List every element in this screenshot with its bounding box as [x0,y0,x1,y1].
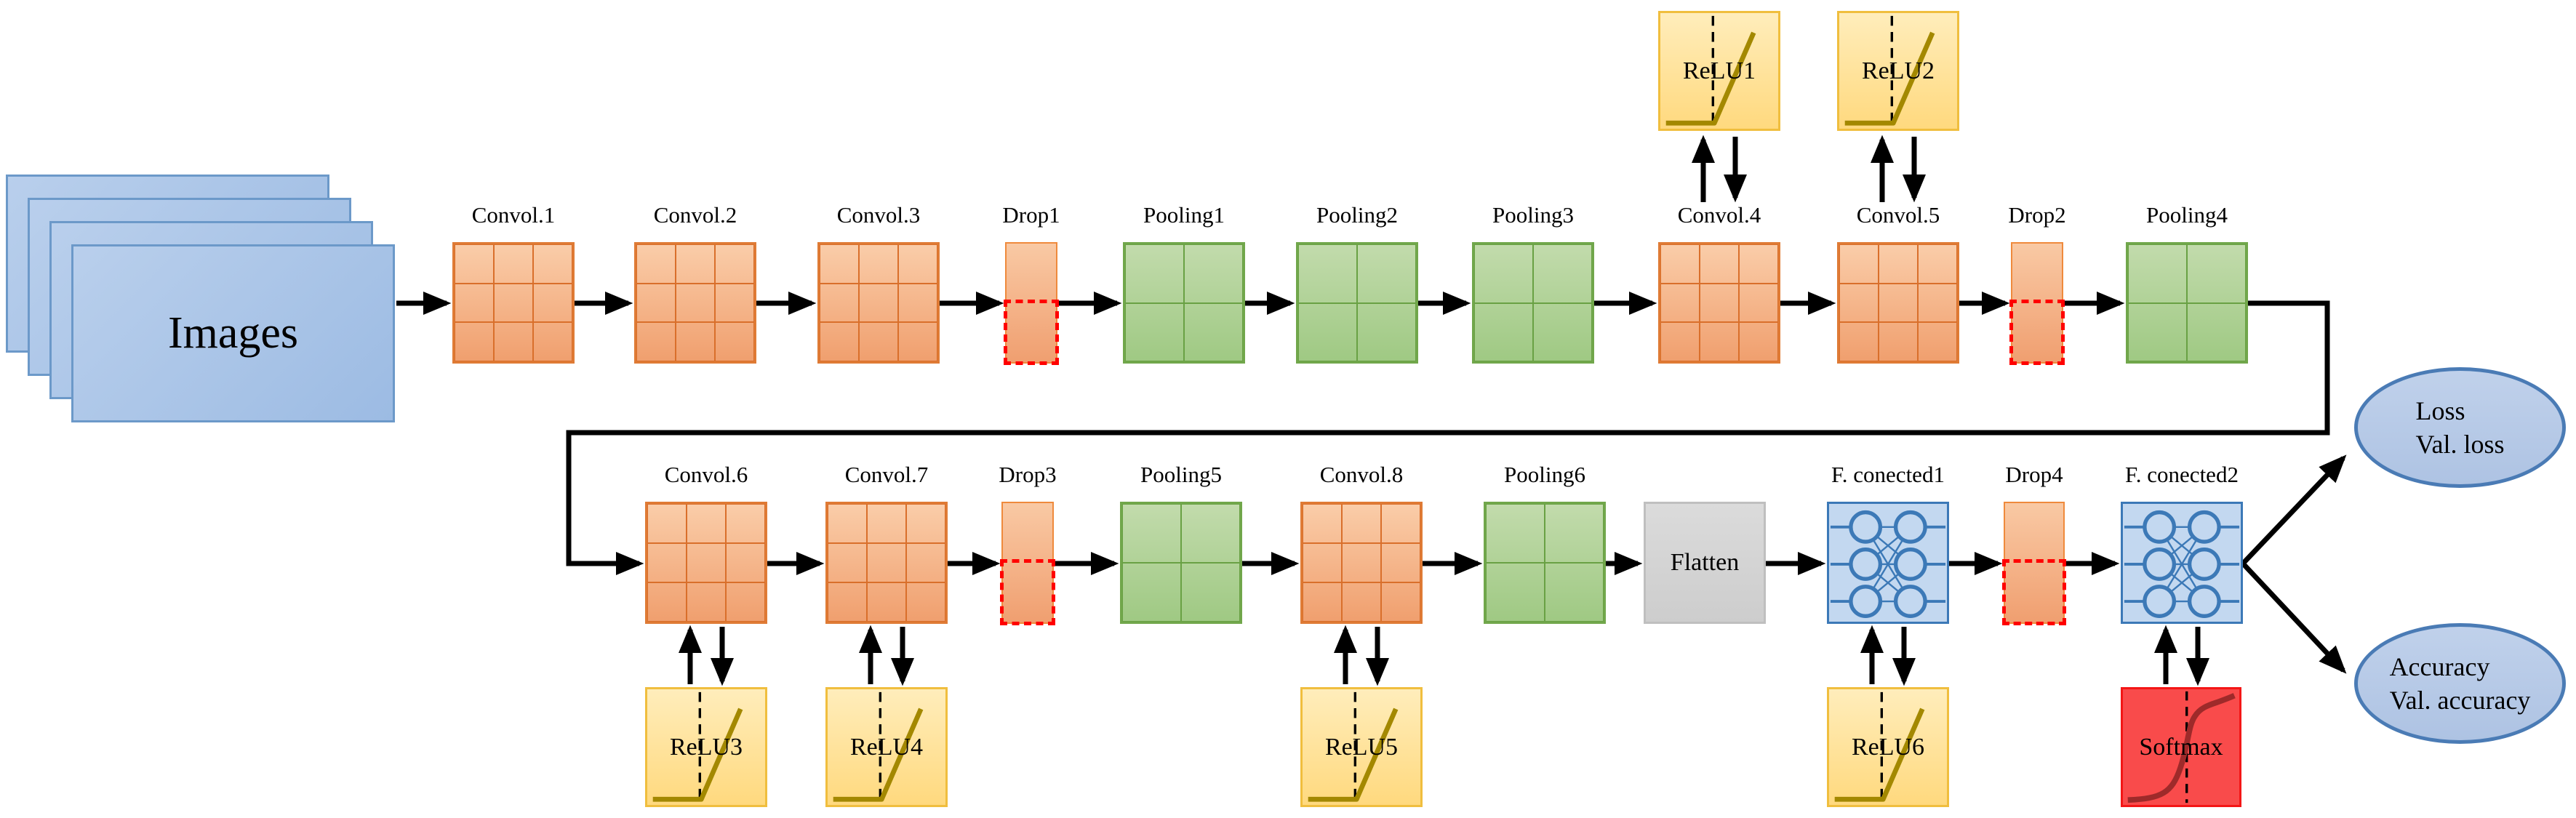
convol7-box [825,502,948,624]
flatten-box: Flatten [1644,502,1766,624]
fc2-box [2121,502,2243,624]
fc1-label: F. conected1 [1831,462,1945,487]
convol6-box [645,502,767,624]
relu-curve-icon [828,689,945,805]
convol8-label: Convol.8 [1319,462,1404,487]
pooling1-box [1123,242,1245,364]
pooling2-box [1296,242,1418,364]
relu2-box: ReLU2 [1837,11,1959,131]
accuracy-output-ellipse: Accuracy Val. accuracy [2354,623,2566,744]
convol3-box [817,242,940,364]
drop2-label: Drop2 [2008,202,2066,228]
relu5-label: ReLU5 [1324,733,1399,761]
relu1-box: ReLU1 [1658,11,1780,131]
accuracy-line2: Val. accuracy [2389,686,2531,715]
drop3-box [1000,502,1055,625]
pooling5-label: Pooling5 [1140,462,1222,487]
relu-curve-icon [1303,689,1420,805]
relu3-box: ReLU3 [645,687,767,807]
drop1-box [1004,242,1059,365]
accuracy-line1: Accuracy [2389,651,2490,681]
drop1-label: Drop1 [1002,202,1060,228]
loss-line1: Loss [2415,396,2465,425]
drop3-dashed-region [1000,559,1055,625]
drop3-label: Drop3 [999,462,1057,487]
relu6-label: ReLU6 [1851,733,1925,761]
pooling4-label: Pooling4 [2146,202,2228,228]
flatten-label: Flatten [1670,549,1740,576]
sigmoid-curve-icon [2123,689,2239,805]
pooling4-box [2126,242,2248,364]
relu-curve-icon [1660,13,1778,129]
relu4-label: ReLU4 [849,733,924,761]
convol1-box [452,242,575,364]
drop4-box [2002,502,2066,625]
convol2-label: Convol.2 [653,202,737,228]
drop2-box [2009,242,2065,365]
drop4-dashed-region [2002,559,2066,625]
convol5-box [1837,242,1959,364]
relu3-label: ReLU3 [669,733,743,761]
convol8-box [1300,502,1423,624]
pooling2-label: Pooling2 [1316,202,1398,228]
softmax-label: Softmax [2139,733,2223,761]
relu1-label: ReLU1 [1682,57,1756,84]
relu-curve-icon [1829,689,1947,805]
softmax-box: Softmax [2121,687,2241,807]
convol7-label: Convol.7 [844,462,929,487]
loss-line2: Val. loss [2415,430,2505,459]
images-stack-front [71,244,395,422]
pooling3-box [1472,242,1594,364]
convol6-label: Convol.6 [664,462,748,487]
fc2-label: F. conected2 [2125,462,2239,487]
pooling6-box [1484,502,1606,624]
relu6-box: ReLU6 [1827,687,1949,807]
convol1-label: Convol.1 [471,202,556,228]
relu5-box: ReLU5 [1300,687,1423,807]
fc1-box [1827,502,1949,624]
pooling1-label: Pooling1 [1143,202,1225,228]
pooling5-box [1120,502,1242,624]
relu2-label: ReLU2 [1861,57,1935,84]
convol2-box [634,242,756,364]
relu4-box: ReLU4 [825,687,948,807]
drop4-label: Drop4 [2005,462,2063,487]
relu-curve-icon [1839,13,1957,129]
fully-connected-icon [2123,504,2241,622]
convol3-label: Convol.3 [836,202,921,228]
relu-curve-icon [647,689,765,805]
drop1-dashed-region [1004,299,1059,365]
convol4-box [1658,242,1780,364]
convol4-label: Convol.4 [1677,202,1761,228]
pooling6-label: Pooling6 [1504,462,1585,487]
fully-connected-icon [1829,504,1947,622]
pooling3-label: Pooling3 [1492,202,1574,228]
images-label: Images [167,308,299,358]
convol5-label: Convol.5 [1856,202,1940,228]
loss-output-ellipse: Loss Val. loss [2354,367,2566,488]
drop2-dashed-region [2009,299,2065,365]
